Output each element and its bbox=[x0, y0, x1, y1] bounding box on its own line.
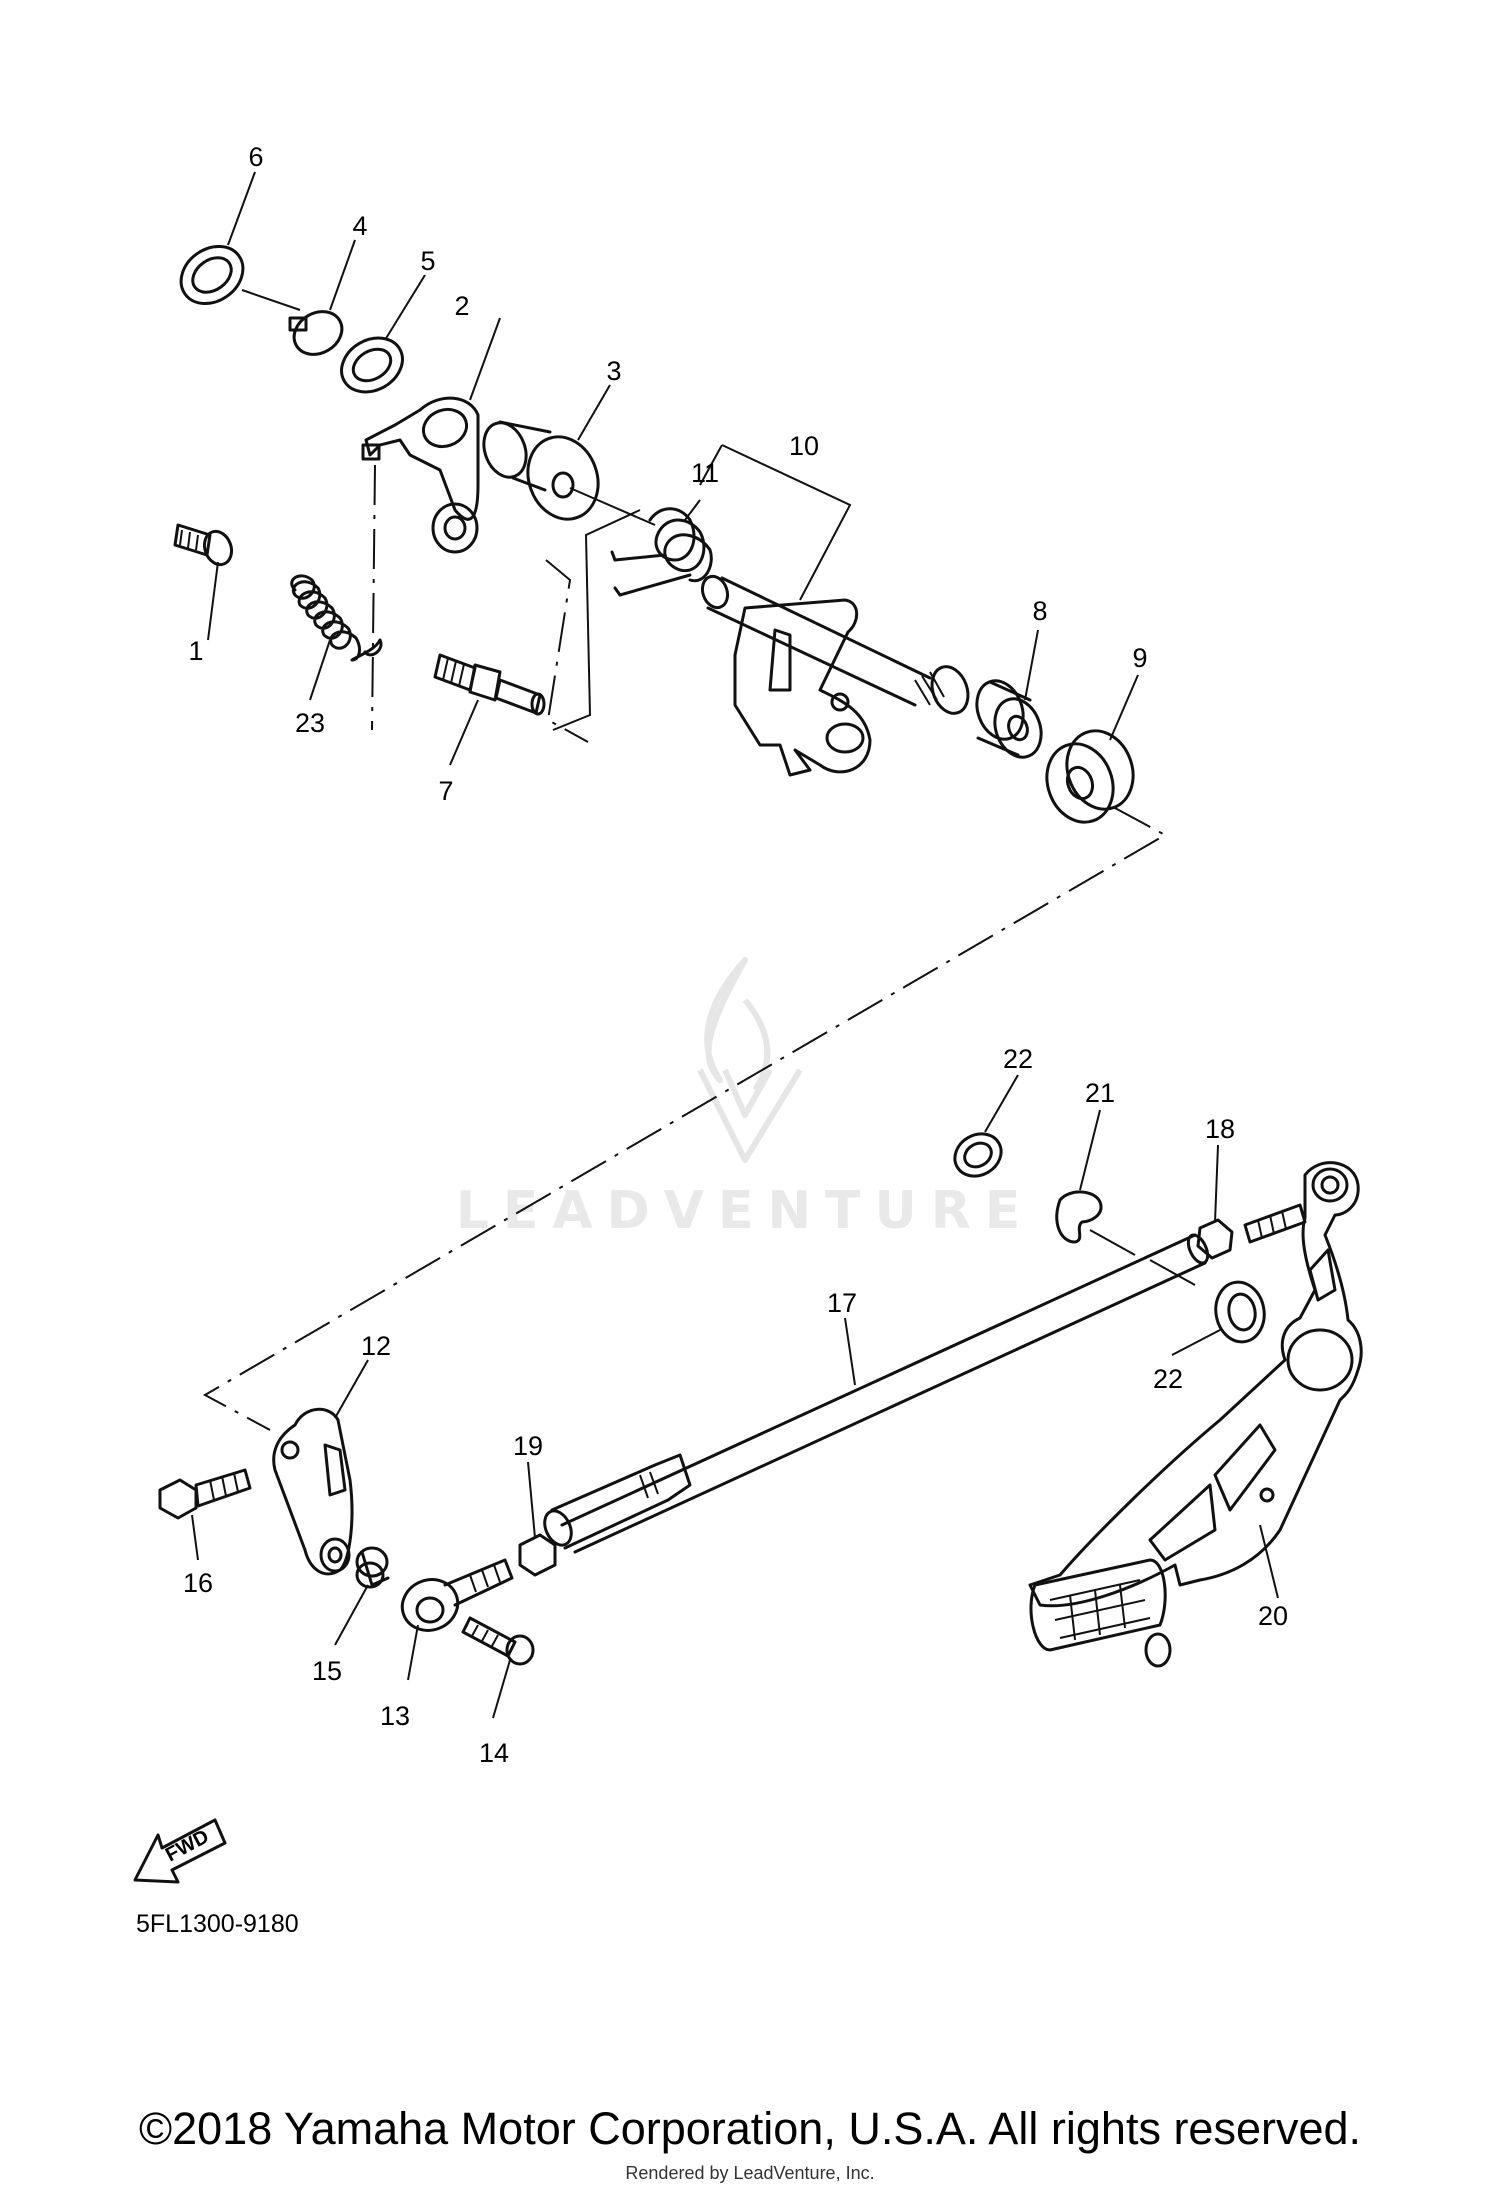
part-14-bolt bbox=[461, 1616, 535, 1666]
part-21-circlip bbox=[1055, 1190, 1196, 1286]
callout-16: 16 bbox=[183, 1568, 213, 1598]
part-1-dowel-pin bbox=[173, 523, 234, 567]
part-5-washer bbox=[340, 336, 404, 394]
part-13-rod-end bbox=[400, 1558, 514, 1632]
forward-direction-arrow-icon: FWD bbox=[133, 1818, 227, 1884]
part-18-pivot-bolt bbox=[1243, 1203, 1307, 1244]
part-23-spring bbox=[290, 574, 383, 662]
part-20-shift-pedal bbox=[1028, 1161, 1363, 1668]
callout-18: 18 bbox=[1205, 1114, 1235, 1144]
callout-11: 11 bbox=[691, 458, 719, 488]
part-17-shift-rod bbox=[543, 1233, 1210, 1554]
part-15-collar bbox=[355, 1546, 390, 1589]
callout-6: 6 bbox=[248, 142, 263, 172]
part-4-circlip bbox=[288, 310, 344, 356]
part-22-washer-upper bbox=[953, 1132, 1003, 1178]
callout-10: 10 bbox=[789, 431, 819, 461]
part-9-oil-seal bbox=[1045, 729, 1135, 824]
callout-1: 1 bbox=[188, 636, 203, 666]
part-3-collar bbox=[482, 420, 656, 526]
part-18-nut bbox=[1196, 1218, 1234, 1260]
part-16-flange-bolt bbox=[158, 1468, 252, 1520]
callout-23: 23 bbox=[295, 708, 325, 738]
callout-20: 20 bbox=[1258, 1601, 1288, 1631]
callout-leader-lines bbox=[191, 171, 1279, 1719]
part-10-shift-shaft bbox=[699, 444, 970, 777]
callout-2: 2 bbox=[454, 291, 469, 321]
callout-21: 21 bbox=[1085, 1078, 1115, 1108]
part-12-shift-arm bbox=[272, 1407, 354, 1576]
leadventure-watermark-icon bbox=[697, 957, 803, 1163]
callout-13: 13 bbox=[380, 1701, 410, 1731]
callout-7: 7 bbox=[438, 776, 453, 806]
part-6-washer bbox=[179, 245, 301, 311]
copyright-notice: ©2018 Yamaha Motor Corporation, U.S.A. A… bbox=[138, 2103, 1362, 2154]
callout-numbers: 1 2 3 4 5 6 7 8 9 10 11 12 13 14 15 16 1… bbox=[183, 142, 1288, 1768]
callout-8: 8 bbox=[1032, 596, 1047, 626]
part-8-bushing bbox=[975, 679, 1043, 759]
callout-5: 5 bbox=[420, 246, 435, 276]
callout-14: 14 bbox=[479, 1738, 509, 1768]
assembly-guide-lines bbox=[202, 464, 1168, 1431]
part-11-torsion-spring bbox=[610, 507, 713, 597]
callout-22-lower: 22 bbox=[1153, 1364, 1183, 1394]
callout-12: 12 bbox=[361, 1331, 391, 1361]
rendered-by-notice: Rendered by LeadVenture, Inc. bbox=[625, 2163, 875, 2183]
fwd-label: FWD bbox=[162, 1826, 213, 1867]
callout-4: 4 bbox=[352, 211, 367, 241]
callout-3: 3 bbox=[606, 356, 621, 386]
watermark-text: LEADVENTURE bbox=[456, 1181, 1035, 1241]
diagram-code: 5FL1300-9180 bbox=[136, 1910, 299, 1938]
callout-9: 9 bbox=[1132, 643, 1147, 673]
callout-19: 19 bbox=[513, 1431, 543, 1461]
part-7-stud-bolt bbox=[433, 653, 546, 716]
callout-15: 15 bbox=[312, 1656, 342, 1686]
callout-22-upper: 22 bbox=[1003, 1044, 1033, 1074]
part-22-washer-lower bbox=[1214, 1280, 1266, 1344]
part-2-stopper-arm bbox=[361, 396, 480, 554]
part-19-nut bbox=[518, 1533, 557, 1577]
callout-17: 17 bbox=[827, 1288, 857, 1318]
